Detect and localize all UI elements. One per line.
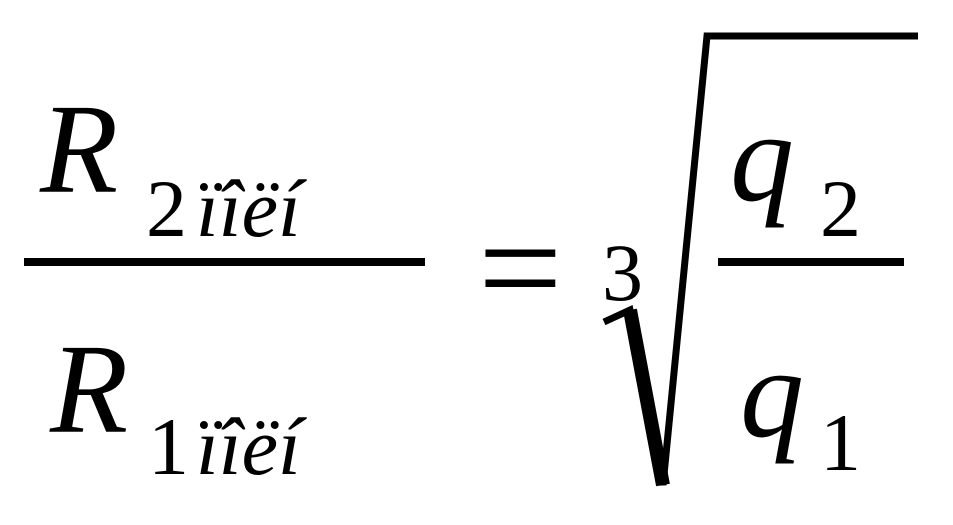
radical-sign: [602, 32, 918, 487]
rhs-denominator-subscript-number: 1: [820, 397, 861, 488]
lhs-denominator: R 1 ïîëí: [49, 318, 307, 492]
lhs-denominator-subscript-number: 1: [148, 401, 189, 492]
lhs-denominator-subscript-text: ïîëí: [196, 401, 307, 492]
rhs-numerator: q 2: [730, 86, 861, 254]
rhs-numerator-subscript-number: 2: [820, 163, 861, 254]
root-index: 3: [602, 227, 643, 318]
lhs-numerator-symbol: R: [39, 78, 118, 220]
rhs-fraction-bar: [718, 258, 904, 266]
rhs-numerator-symbol: q: [730, 86, 794, 228]
lhs-numerator-subscript-number: 2: [146, 163, 187, 254]
equals-sign: =: [478, 185, 563, 351]
rhs-denominator-symbol: q: [740, 322, 804, 464]
lhs-denominator-symbol: R: [49, 318, 128, 460]
lhs-numerator-subscript-text: ïîëí: [196, 163, 307, 254]
lhs-numerator: R 2 ïîëí: [39, 78, 307, 254]
lhs-fraction-bar: [24, 258, 425, 266]
rhs-denominator: q 1: [740, 322, 861, 488]
